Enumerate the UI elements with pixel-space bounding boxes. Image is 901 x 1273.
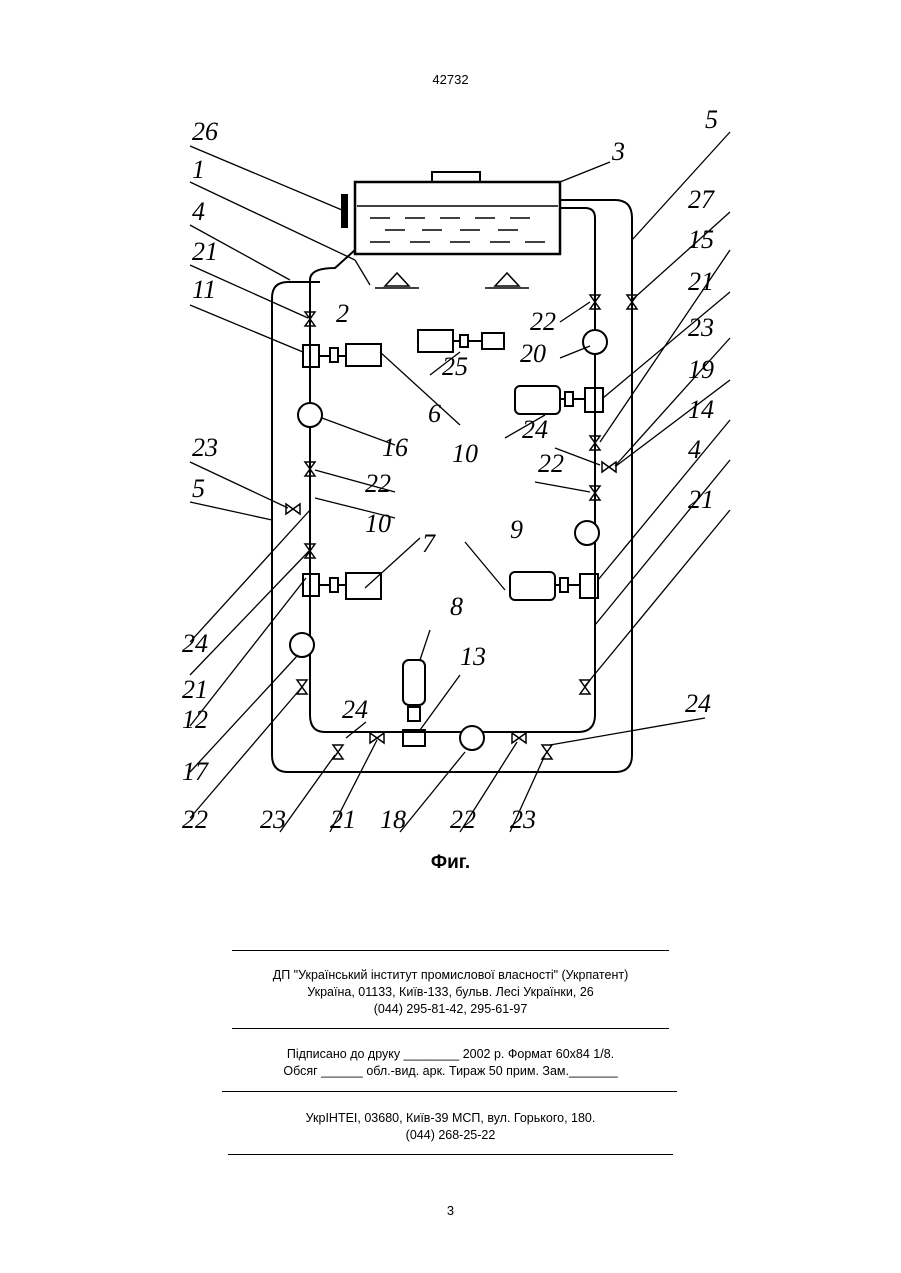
label-21: 21 <box>330 805 356 834</box>
publisher-block: ДП "Український інститут промислової вла… <box>0 967 901 1018</box>
label-1: 1 <box>192 155 205 184</box>
label-3: 3 <box>611 137 625 166</box>
label-13: 13 <box>460 642 486 671</box>
patent-schematic-figure: 26 1 4 21 11 2 3 5 27 15 21 23 19 14 4 2… <box>160 100 750 840</box>
label-22: 22 <box>450 805 476 834</box>
label-4: 4 <box>192 197 205 226</box>
page-number: 3 <box>0 1203 901 1218</box>
tank <box>342 172 560 288</box>
label-23: 23 <box>510 805 536 834</box>
printer-address: УкрІНТЕІ, 03680, Київ-39 МСП, вул. Горьк… <box>0 1110 901 1127</box>
label-6: 6 <box>428 399 441 428</box>
label-11: 11 <box>192 275 216 304</box>
divider <box>232 1028 669 1029</box>
print-info-block: Підписано до друку ________ 2002 р. Форм… <box>0 1046 901 1080</box>
label-21: 21 <box>192 237 218 266</box>
label-9: 9 <box>510 515 523 544</box>
divider <box>228 1154 673 1155</box>
printer-phone: (044) 268-25-22 <box>0 1127 901 1144</box>
publisher-phone: (044) 295-81-42, 295-61-97 <box>0 1001 901 1018</box>
label-21: 21 <box>182 675 208 704</box>
label-24: 24 <box>342 695 368 724</box>
publisher-address: Україна, 01133, Київ-133, бульв. Лесі Ук… <box>0 984 901 1001</box>
label-2: 2 <box>336 299 349 328</box>
reference-numerals: 26 1 4 21 11 2 3 5 27 15 21 23 19 14 4 2… <box>182 105 718 834</box>
label-7: 7 <box>422 529 436 558</box>
label-17: 17 <box>182 757 209 786</box>
label-15: 15 <box>688 225 714 254</box>
divider <box>232 950 669 951</box>
label-4: 4 <box>688 435 701 464</box>
print-volume-line: Обсяг ______ обл.-вид. арк. Тираж 50 при… <box>0 1063 901 1080</box>
label-10: 10 <box>452 439 478 468</box>
label-26: 26 <box>192 117 218 146</box>
label-16: 16 <box>382 433 408 462</box>
label-22: 22 <box>365 469 391 498</box>
document-number: 42732 <box>0 72 901 87</box>
label-23: 23 <box>260 805 286 834</box>
divider <box>222 1091 677 1092</box>
label-20: 20 <box>520 339 546 368</box>
label-23: 23 <box>192 433 218 462</box>
publisher-name: ДП "Український інститут промислової вла… <box>0 967 901 984</box>
print-signature-line: Підписано до друку ________ 2002 р. Форм… <box>0 1046 901 1063</box>
label-24: 24 <box>522 415 548 444</box>
label-22: 22 <box>538 449 564 478</box>
label-24: 24 <box>685 689 711 718</box>
label-8: 8 <box>450 592 463 621</box>
printer-block: УкрІНТЕІ, 03680, Київ-39 МСП, вул. Горьк… <box>0 1110 901 1144</box>
figure-caption: Фиг. <box>0 852 901 874</box>
label-23: 23 <box>688 313 714 342</box>
label-22: 22 <box>182 805 208 834</box>
label-14: 14 <box>688 395 714 424</box>
label-22: 22 <box>530 307 556 336</box>
label-25: 25 <box>442 352 468 381</box>
label-19: 19 <box>688 355 714 384</box>
label-18: 18 <box>380 805 406 834</box>
label-21: 21 <box>688 267 714 296</box>
label-21: 21 <box>688 485 714 514</box>
label-5: 5 <box>192 474 205 503</box>
label-10: 10 <box>365 509 391 538</box>
label-5: 5 <box>705 105 718 134</box>
label-12: 12 <box>182 705 208 734</box>
label-24: 24 <box>182 629 208 658</box>
label-27: 27 <box>688 185 715 214</box>
